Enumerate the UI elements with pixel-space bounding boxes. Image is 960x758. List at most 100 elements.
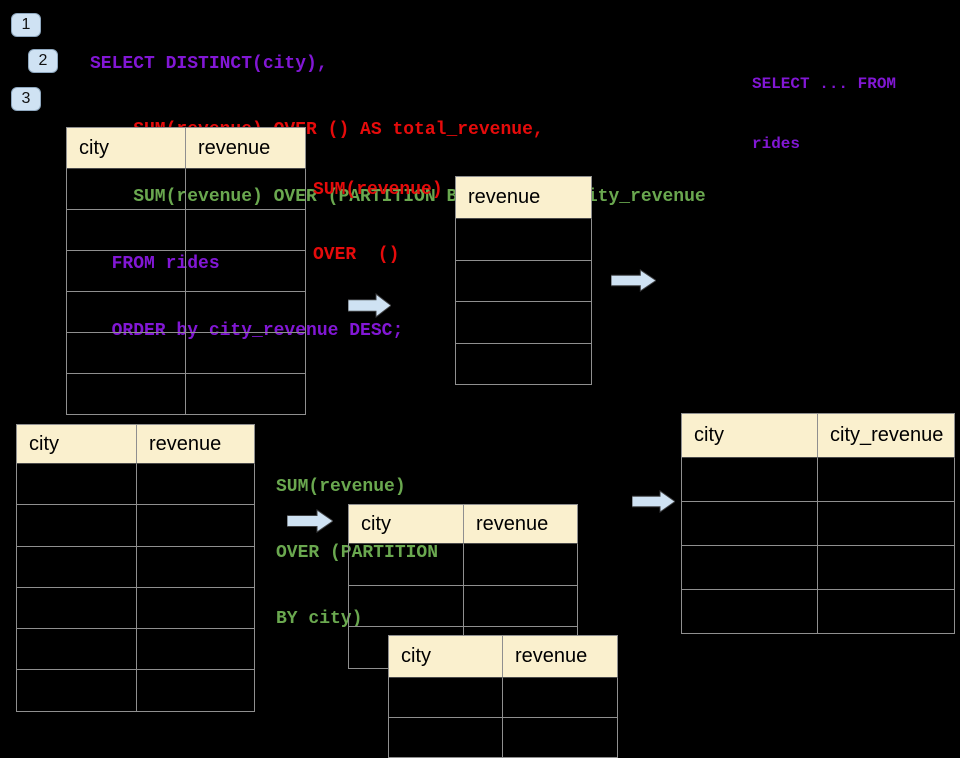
table-row — [17, 505, 255, 547]
step-badge-2: 2 — [28, 49, 58, 73]
table-header-row: city city_revenue — [682, 414, 955, 458]
table-cell — [503, 718, 618, 758]
table-row — [456, 219, 592, 261]
table-cell — [682, 590, 818, 634]
column-header-revenue: revenue — [464, 505, 578, 544]
table-source-bottom: city revenue — [16, 424, 255, 712]
table-row — [67, 169, 306, 210]
table-cell — [137, 546, 255, 588]
table-cell — [17, 505, 137, 547]
table-cell — [137, 505, 255, 547]
table-cell — [186, 333, 306, 374]
arrow-right-icon — [611, 269, 656, 292]
table-cell — [67, 333, 186, 374]
table-row — [17, 629, 255, 671]
column-header-city: city — [349, 505, 464, 544]
label-sum-over-total: SUM(revenue) OVER () — [313, 137, 443, 288]
table-partition-step: city revenue — [348, 504, 578, 670]
table-cell — [818, 502, 955, 546]
table-cell — [464, 585, 578, 628]
arrow-right-icon — [287, 509, 333, 533]
table-cell — [186, 374, 306, 415]
table-cell — [137, 464, 255, 506]
column-header-city: city — [17, 425, 137, 464]
table-row — [456, 302, 592, 344]
table-header-row: city revenue — [349, 505, 578, 544]
table-row — [389, 678, 618, 718]
column-header-revenue: revenue — [503, 636, 618, 678]
table-row — [682, 502, 955, 546]
table-cell — [137, 670, 255, 712]
table-total-result: revenue — [455, 176, 592, 385]
step-badge-1: 1 — [11, 13, 41, 37]
table-cell — [818, 590, 955, 634]
table-row — [456, 260, 592, 302]
table-row — [682, 546, 955, 590]
table-final-result: city city_revenue — [681, 413, 955, 634]
table-partition-overlay: city revenue — [388, 635, 618, 758]
table-cell — [17, 629, 137, 671]
table-header-row: revenue — [456, 177, 592, 219]
table-cell — [682, 502, 818, 546]
table-cell — [456, 343, 592, 385]
table-row — [67, 251, 306, 292]
sql-line-order: ORDER by city_revenue DESC; — [90, 321, 404, 342]
table-cell — [186, 210, 306, 251]
table-header-row: city revenue — [67, 128, 306, 169]
table-row — [17, 670, 255, 712]
table-cell — [818, 458, 955, 502]
table-source-top: city revenue — [66, 127, 306, 415]
label-line: SUM(revenue) — [313, 180, 443, 200]
label-line: SUM(revenue) — [276, 477, 406, 497]
column-header-city: city — [682, 414, 818, 458]
table-row — [67, 292, 306, 333]
table-cell — [456, 219, 592, 261]
table-cell — [456, 260, 592, 302]
column-header-city: city — [389, 636, 503, 678]
table-row — [17, 464, 255, 506]
table-row — [456, 343, 592, 385]
table-cell — [186, 292, 306, 333]
sql-line-select: SELECT DISTINCT(city), — [90, 53, 328, 74]
table-row — [17, 546, 255, 588]
table-row — [67, 210, 306, 251]
sql-line-from: FROM rides — [90, 254, 220, 275]
table-cell — [186, 169, 306, 210]
table-row — [682, 590, 955, 634]
side-note-select-from: SELECT ... FROM rides — [752, 34, 896, 174]
table-cell — [67, 374, 186, 415]
step-badge-3: 3 — [11, 87, 41, 111]
table-cell — [456, 302, 592, 344]
table-cell — [67, 210, 186, 251]
table-cell — [17, 464, 137, 506]
column-header-city: city — [67, 128, 186, 169]
arrow-right-icon — [632, 490, 675, 513]
column-header-city-revenue: city_revenue — [818, 414, 955, 458]
side-note-line: rides — [752, 135, 801, 153]
table-cell — [389, 678, 503, 718]
table-cell — [464, 544, 578, 586]
table-row — [349, 585, 578, 628]
table-cell — [17, 670, 137, 712]
table-cell — [389, 718, 503, 758]
label-line: OVER () — [313, 244, 400, 265]
table-cell — [17, 587, 137, 630]
arrow-right-icon — [348, 293, 391, 318]
table-cell — [349, 544, 464, 586]
table-cell — [67, 251, 186, 292]
table-cell — [503, 678, 618, 718]
table-row — [389, 718, 618, 758]
table-header-row: city revenue — [389, 636, 618, 678]
table-cell — [682, 458, 818, 502]
table-cell — [137, 629, 255, 671]
table-cell — [682, 546, 818, 590]
table-row — [17, 587, 255, 630]
table-row — [349, 544, 578, 586]
label-line: OVER (PARTITION — [276, 543, 439, 563]
column-header-revenue: revenue — [186, 128, 306, 169]
table-header-row: city revenue — [17, 425, 255, 464]
table-row — [682, 458, 955, 502]
table-cell — [818, 546, 955, 590]
table-cell — [67, 292, 186, 333]
table-row — [67, 374, 306, 415]
